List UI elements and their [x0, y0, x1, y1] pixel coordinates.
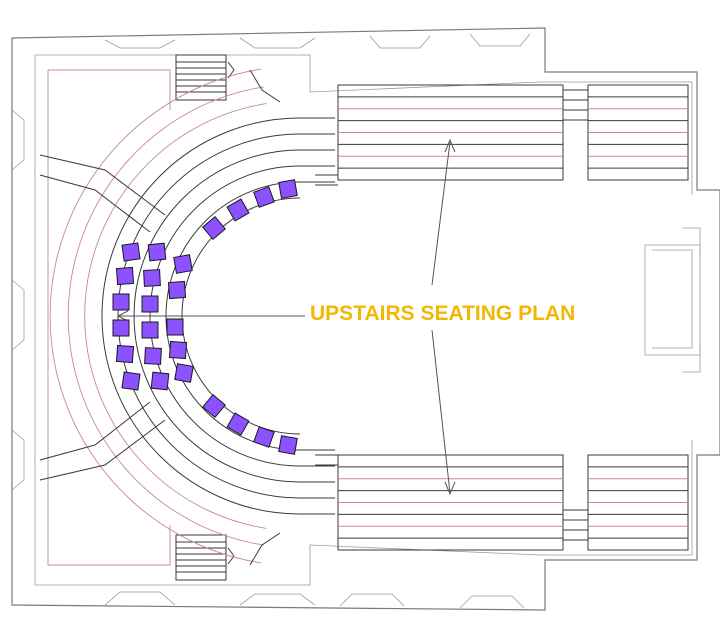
seat	[141, 321, 159, 339]
seat	[141, 295, 159, 313]
stair-icon	[175, 54, 227, 581]
seat	[112, 293, 130, 311]
block-connector	[315, 174, 338, 466]
seat	[253, 186, 275, 208]
tier-arc-outer	[84, 103, 267, 529]
seat	[226, 412, 250, 436]
seat	[144, 347, 162, 365]
outer-red-outline	[47, 69, 171, 566]
tier-arc-outer	[49, 68, 261, 564]
seat	[115, 266, 135, 286]
seat	[143, 269, 161, 287]
seat	[166, 318, 184, 336]
circular-tiers	[47, 68, 335, 566]
tier-arc-outer	[67, 86, 264, 546]
tier-arc	[101, 117, 301, 515]
seat	[202, 216, 226, 240]
tiered-seating-blocks	[315, 84, 689, 551]
seat	[253, 426, 275, 448]
highlighted-seats	[112, 179, 298, 455]
seat	[115, 344, 135, 364]
seat	[202, 394, 226, 418]
seat	[112, 319, 130, 337]
seat	[173, 254, 193, 274]
aisles	[39, 69, 281, 566]
seat	[121, 371, 141, 391]
seat	[168, 340, 188, 360]
block-connector	[563, 89, 588, 121]
seat	[167, 280, 187, 300]
seat	[226, 198, 250, 222]
stair-icon-small	[227, 61, 235, 565]
seat	[174, 363, 194, 383]
arrow-icon	[116, 138, 456, 496]
building-walls	[11, 27, 720, 611]
seat	[278, 435, 298, 455]
seat	[150, 371, 170, 391]
seat	[147, 242, 167, 262]
block-connector	[563, 509, 588, 541]
plan-title: UPSTAIRS SEATING PLAN	[310, 302, 575, 325]
seat	[121, 242, 141, 262]
seat	[278, 179, 298, 199]
